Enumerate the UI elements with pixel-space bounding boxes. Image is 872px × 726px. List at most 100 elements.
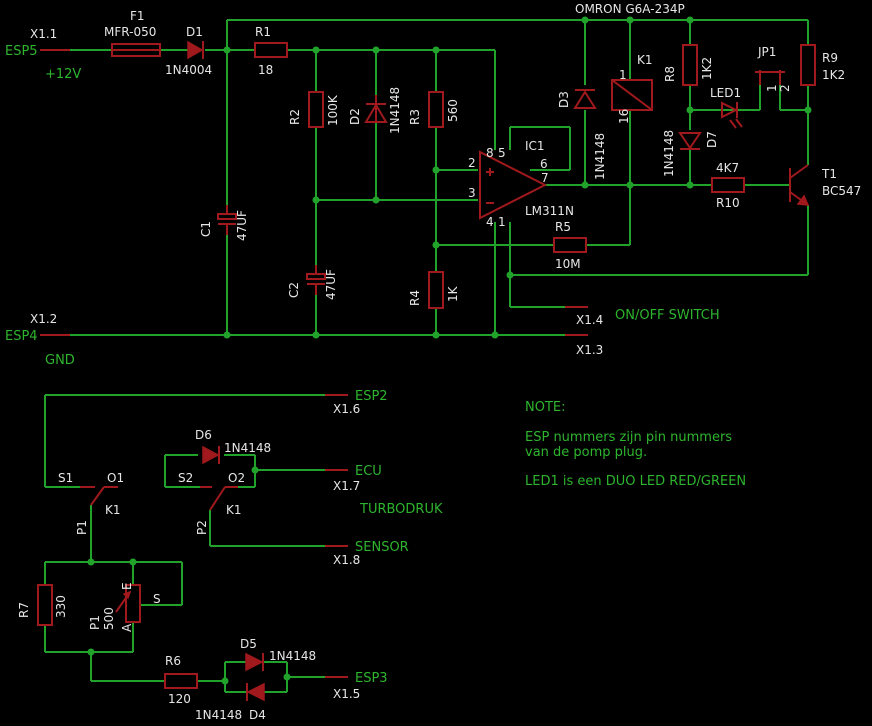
r8-value: 1K2: [700, 57, 714, 80]
r8-label: R8: [663, 66, 677, 82]
r6-label: R6: [165, 654, 181, 668]
r10-label: R10: [716, 196, 740, 210]
k1-pin1: 1: [619, 68, 627, 82]
junctions: [87, 16, 812, 685]
d2-value: 1N4148: [388, 87, 402, 134]
diode-d4: [246, 682, 265, 702]
r4-value: 1K: [446, 285, 460, 302]
x12-label: X1.2: [30, 312, 57, 326]
d7-label: D7: [705, 131, 719, 148]
led1-label: LED1: [710, 86, 741, 100]
d1-label: D1: [186, 25, 203, 39]
d5-label: D5: [240, 637, 257, 651]
resistor-r6: [164, 673, 198, 689]
esp2-label: ESP2: [355, 389, 388, 404]
ecu-label: ECU: [355, 464, 382, 479]
x14-label: X1.4: [576, 313, 603, 327]
d4-label: D4: [249, 708, 266, 722]
esp3-label: ESP3: [355, 671, 388, 686]
resistor-r1: [254, 42, 288, 58]
connector-pins: [40, 49, 588, 678]
c2-value: 47UF: [324, 269, 338, 300]
r5-value: 10M: [555, 257, 581, 271]
p2-contact-label: P2: [195, 520, 209, 535]
diode-d3: [573, 89, 597, 109]
d7-value: 1N4148: [662, 130, 676, 177]
esp4-label: ESP4: [5, 329, 38, 344]
r10-value: 4K7: [716, 161, 739, 175]
ic1-pin5: 5: [498, 146, 506, 160]
d3-value: 1N4148: [593, 133, 607, 180]
diode-d1: [187, 40, 204, 60]
r1-label: R1: [255, 25, 271, 39]
r6-value: 120: [168, 692, 191, 706]
d5-value: 1N4148: [269, 649, 316, 663]
ic1-pin8: 8: [486, 146, 494, 160]
d6-label: D6: [195, 428, 212, 442]
diode-d2: [364, 95, 388, 123]
r7-value: 330: [54, 595, 68, 618]
r5-label: R5: [555, 220, 571, 234]
relay-k1-coil: [611, 79, 653, 111]
jp1-pin1: 1: [765, 84, 779, 92]
turbo-label: TURBODRUK: [359, 502, 443, 517]
relay-label: OMRON G6A-234P: [575, 2, 685, 16]
resistor-r9: [800, 44, 816, 86]
d3-label: D3: [557, 91, 571, 108]
resistor-r4: [428, 271, 444, 309]
f1-label: F1: [130, 9, 145, 23]
f1-value: MFR-050: [104, 25, 156, 39]
capacitor-c1: [217, 205, 237, 235]
k1a-label: K1: [105, 503, 121, 517]
resistor-r7: [37, 584, 53, 626]
resistor-r10: [711, 177, 745, 193]
x13-label: X1.3: [576, 343, 603, 357]
d1-value: 1N4004: [165, 63, 212, 77]
relay-contacts: [80, 486, 238, 511]
r9-value: 1K2: [822, 68, 845, 82]
diode-d5: [245, 652, 264, 672]
ic1-label: IC1: [525, 139, 545, 153]
s1-label: S1: [58, 471, 73, 485]
pot-a-label: A: [120, 623, 134, 632]
resistor-r8: [682, 44, 698, 86]
ic1-pin6: 6: [540, 157, 548, 171]
r3-value: 560: [446, 99, 460, 122]
v12-label: +12V: [45, 67, 81, 82]
c1-value: 47UF: [235, 210, 249, 241]
ic1-pin7: 7: [541, 171, 549, 185]
x17-label: X1.7: [333, 479, 360, 493]
r1-value: 18: [258, 63, 273, 77]
note-title: NOTE:: [525, 400, 566, 415]
o2-label: O2: [228, 471, 245, 485]
d2-label: D2: [348, 108, 362, 125]
note-line2: van de pomp plug.: [525, 445, 647, 460]
t1-label: T1: [821, 167, 837, 181]
c1-label: C1: [199, 221, 213, 237]
diode-d6: [202, 445, 220, 465]
gnd-label: GND: [45, 353, 75, 368]
c2-label: C2: [287, 282, 301, 298]
pot-value: 500: [102, 607, 116, 630]
pot-e-label: E: [120, 582, 134, 590]
capacitor-c2: [306, 265, 326, 295]
transistor-t1: [789, 164, 810, 206]
r9-label: R9: [822, 51, 838, 65]
note-line1: ESP nummers zijn pin nummers: [525, 430, 732, 445]
note-line3: LED1 is een DUO LED RED/GREEN: [525, 474, 746, 489]
jp1-label: JP1: [757, 45, 776, 59]
t1-value: BC547: [822, 184, 861, 198]
r2-value: 100K: [326, 94, 340, 126]
r3-label: R3: [408, 109, 422, 125]
r7-label: R7: [17, 602, 31, 618]
jp1-pin2: 2: [778, 84, 792, 92]
ic1-pin2: 2: [468, 156, 476, 170]
resistor-r5: [553, 237, 587, 253]
d4-value: 1N4148: [195, 708, 242, 722]
k1-pin16: 16: [617, 109, 631, 124]
ic1-pin3: 3: [468, 186, 476, 200]
ic1-pin1: 1: [498, 215, 506, 229]
s2-label: S2: [178, 471, 193, 485]
pot-s-label: S: [153, 592, 161, 606]
sensor-label: SENSOR: [355, 540, 409, 555]
